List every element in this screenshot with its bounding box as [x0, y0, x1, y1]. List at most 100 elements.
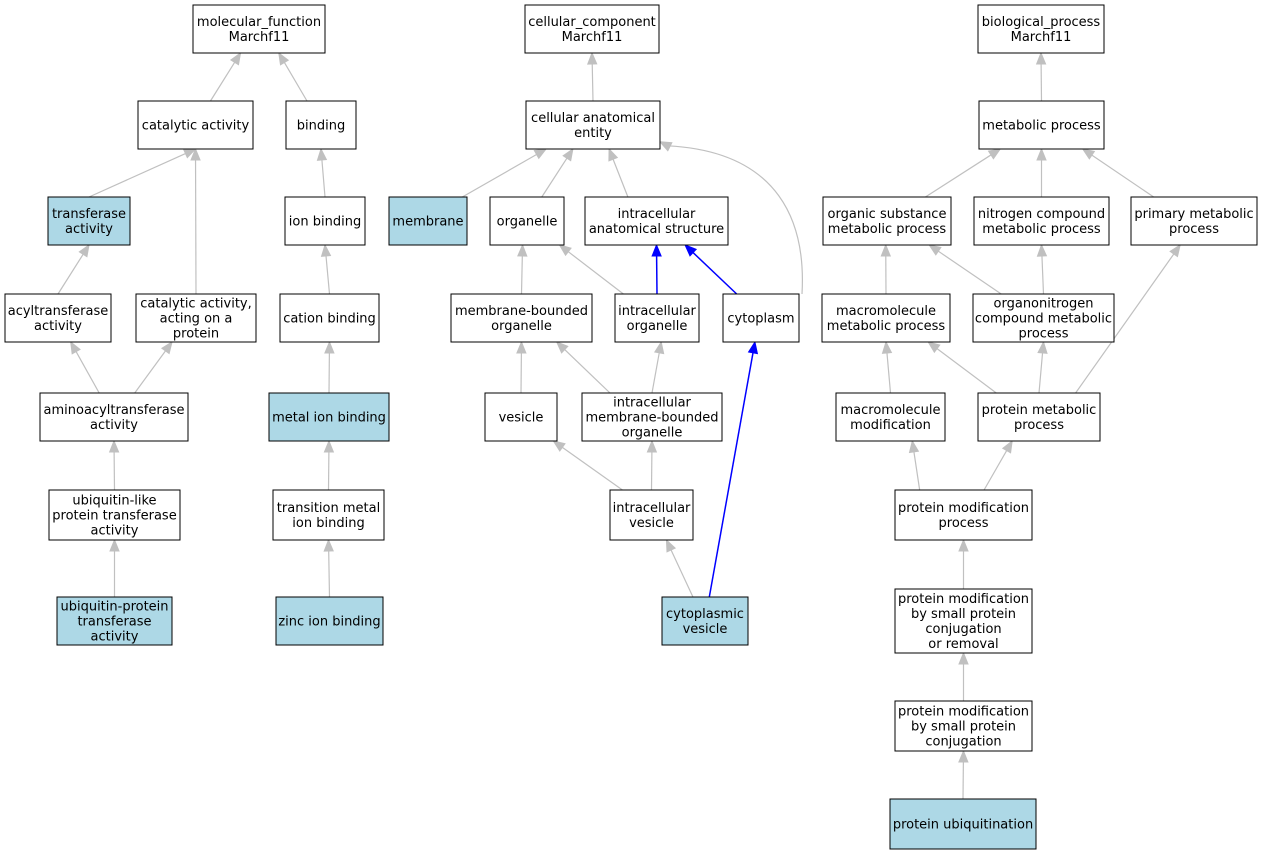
- node-label-line: macromolecule: [836, 304, 936, 319]
- node-box: [584, 196, 729, 246]
- node-label-line: cellular_component: [528, 15, 656, 30]
- node-label-line: cytoplasm: [727, 312, 794, 327]
- node-label-line: membrane: [392, 215, 463, 230]
- arrowhead: [70, 340, 81, 355]
- arrowhead: [684, 244, 698, 257]
- node-label-line: metabolic process: [827, 319, 946, 334]
- edge-cationbinding-to-ionbinding: [320, 243, 332, 295]
- arrowhead: [646, 439, 658, 453]
- node-box: [889, 798, 1037, 850]
- node-cytoplasm[interactable]: cytoplasm: [722, 293, 800, 343]
- node-label-line: or removal: [928, 637, 998, 652]
- edge-aminoacyl-to-catprotein: [134, 340, 173, 394]
- node-label-line: biological_process: [982, 15, 1101, 30]
- node-metalion[interactable]: metal ion binding: [268, 392, 390, 442]
- node-box: [56, 596, 173, 646]
- edge-io-to-organelle: [558, 244, 624, 295]
- edge-vesicle-to-mbo: [516, 340, 527, 394]
- node-label-line: process: [939, 516, 989, 531]
- edge-ubl-to-aminoacyl: [108, 439, 120, 491]
- node-catalytic[interactable]: catalytic activity: [137, 100, 254, 150]
- node-label-line: protein modification: [898, 705, 1029, 720]
- node-label-line: organonitrogen: [994, 297, 1094, 312]
- edge-mm-to-mmp: [881, 340, 893, 394]
- node-label-line: cellular anatomical: [531, 111, 655, 126]
- node-label-line: organic substance: [828, 207, 947, 222]
- node-box: [1130, 196, 1258, 246]
- node-metabolic[interactable]: metabolic process: [978, 100, 1105, 150]
- arrowhead: [1036, 147, 1047, 161]
- node-label-line: metabolic process: [982, 119, 1101, 134]
- node-box: [524, 4, 660, 54]
- arrowhead: [552, 440, 566, 452]
- node-organelle[interactable]: organelle: [489, 196, 565, 246]
- arrowhead: [1169, 243, 1181, 258]
- node-zinc[interactable]: zinc ion binding: [275, 596, 384, 646]
- node-label-line: process: [1169, 222, 1219, 237]
- node-box: [4, 293, 112, 343]
- edge-cv-to-iv: [665, 538, 694, 598]
- edge-organelle-to-cae: [541, 147, 574, 198]
- node-ionbinding[interactable]: ion binding: [284, 196, 366, 246]
- arrowhead: [516, 340, 527, 354]
- node-label-line: activity: [65, 222, 113, 237]
- arrowhead: [747, 340, 759, 355]
- edge-aminoacyl-to-acyltransferase: [70, 340, 100, 394]
- node-box: [137, 100, 254, 150]
- arrowhead: [78, 243, 90, 258]
- node-box: [450, 293, 593, 343]
- edge-iv-to-vesicle: [552, 440, 623, 491]
- node-label-line: organelle: [497, 215, 558, 230]
- arrowhead: [160, 340, 173, 355]
- node-vesicle[interactable]: vesicle: [484, 392, 558, 442]
- arrowhead: [958, 538, 969, 552]
- node-label-line: catalytic activity,: [140, 297, 252, 312]
- node-box: [525, 100, 661, 150]
- node-box: [284, 196, 366, 246]
- node-membrane[interactable]: membrane: [388, 196, 468, 246]
- arrowhead: [958, 651, 969, 665]
- arrowhead: [323, 538, 334, 552]
- node-label-line: vesicle: [499, 411, 544, 426]
- node-pu[interactable]: protein ubiquitination: [889, 798, 1037, 850]
- arrowhead: [881, 340, 893, 354]
- arrowhead: [658, 141, 673, 152]
- node-binding[interactable]: binding: [285, 100, 357, 150]
- edge-catprotein-to-catalytic: [190, 147, 201, 295]
- node-cationbinding[interactable]: cation binding: [279, 293, 380, 343]
- edge-pmp-to-metabolic: [1081, 148, 1155, 198]
- edge-io-to-ias: [651, 243, 662, 295]
- node-box: [977, 392, 1101, 442]
- node-box: [489, 196, 565, 246]
- node-box: [285, 100, 357, 150]
- edge-pmodproc-to-protmet: [983, 439, 1013, 491]
- arrowhead: [958, 749, 969, 763]
